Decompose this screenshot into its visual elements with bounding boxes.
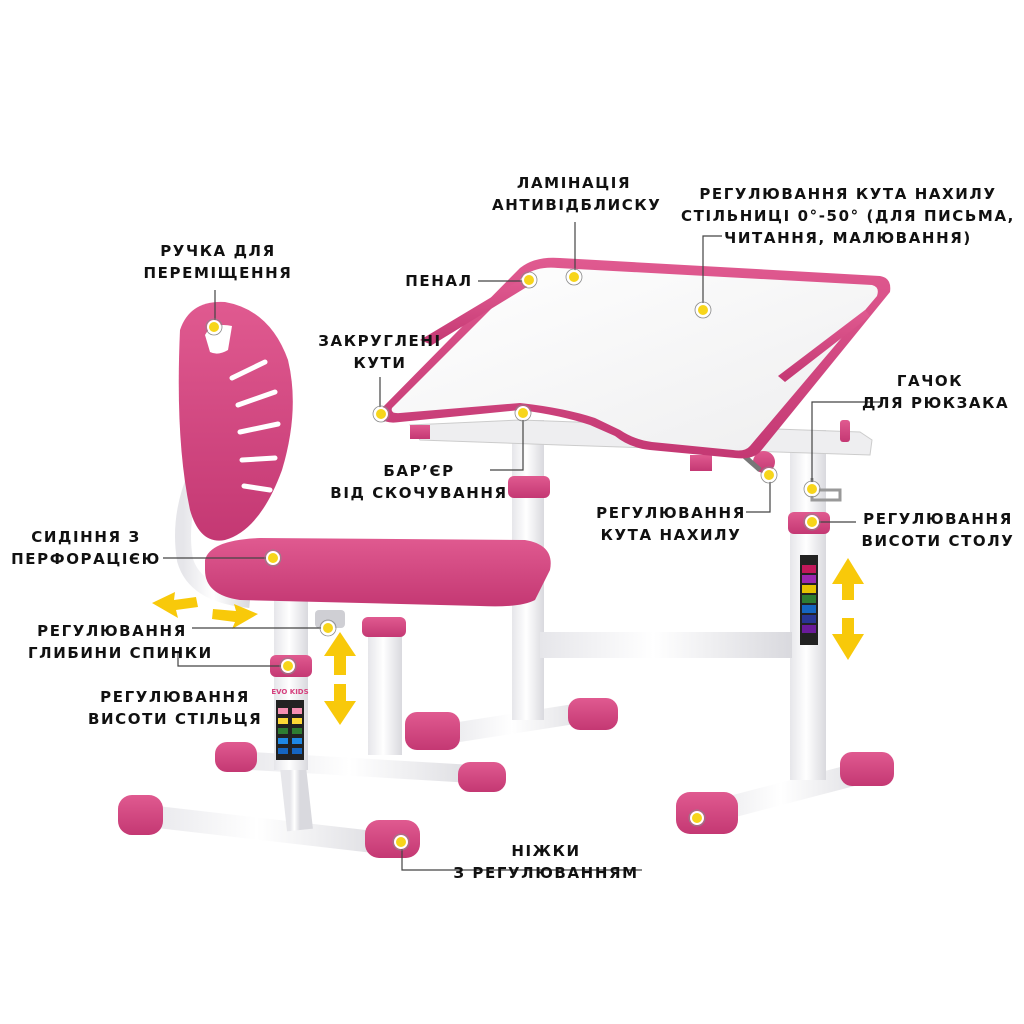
label-line: РЕГУЛЮВАННЯ — [100, 688, 250, 706]
label-tilt-adjust: РЕГУЛЮВАННЯ КУТА НАХИЛУ — [596, 502, 746, 546]
label-line: ЧИТАННЯ, МАЛЮВАННЯ) — [724, 229, 972, 247]
adjust-arrows — [152, 558, 864, 725]
label-handle: РУЧКА ДЛЯ ПЕРЕМІЩЕННЯ — [138, 240, 298, 284]
label-line: РЕГУЛЮВАННЯ КУТА НАХИЛУ — [699, 185, 997, 203]
label-legs: НІЖКИ З РЕГУЛЮВАННЯМ — [446, 840, 646, 884]
label-seat: СИДІННЯ З ПЕРФОРАЦІЄЮ — [8, 526, 164, 570]
desk-surface — [391, 267, 878, 451]
label-line: ГАЧОК — [896, 372, 964, 390]
pencil-tray-right — [778, 310, 870, 382]
label-line: ГЛИБИНИ СПИНКИ — [28, 644, 213, 662]
label-lamination: ЛАМІНАЦІЯ АНТИВІДБЛИСКУ — [492, 172, 662, 216]
label-line: РУЧКА ДЛЯ — [160, 242, 276, 260]
pencil-tray-left — [420, 280, 530, 345]
chair: EVO KIDS — [118, 301, 551, 858]
label-line: ЗАКРУГЛЕНІ — [318, 332, 442, 350]
label-line: СИДІННЯ З — [31, 528, 141, 546]
label-pencil-case: ПЕНАЛ — [400, 270, 478, 292]
desk-height-scale — [800, 555, 818, 645]
label-line: СТІЛЬНИЦІ 0°-50° (ДЛЯ ПИСЬМА, — [681, 207, 1015, 225]
arrow-down-icon — [832, 618, 864, 660]
desk-foot-back-right — [568, 698, 618, 730]
chair-height-scale — [276, 700, 304, 760]
label-barrier: БАР’ЄР ВІД СКОЧУВАННЯ — [326, 460, 512, 504]
label-line: ВІД СКОЧУВАННЯ — [330, 484, 508, 502]
desk-foot-front-left — [676, 792, 738, 834]
label-line: ДЛЯ РЮКЗАКА — [862, 394, 1010, 412]
label-line: ПЕРФОРАЦІЄЮ — [11, 550, 161, 568]
label-line: РЕГУЛЮВАННЯ — [863, 510, 1013, 528]
arrow-up-icon — [832, 558, 864, 600]
arrow-right-icon — [212, 604, 258, 629]
chair-backrest — [178, 301, 293, 541]
markers — [205, 268, 821, 851]
hook-post — [840, 420, 850, 442]
label-hook: ГАЧОК ДЛЯ РЮКЗАКА — [862, 370, 1010, 414]
label-line: КУТА НАХИЛУ — [600, 526, 742, 544]
label-line: БАР’ЄР — [383, 462, 455, 480]
label-line: РЕГУЛЮВАННЯ — [596, 504, 746, 522]
label-line: ПЕРЕМІЩЕННЯ — [143, 264, 293, 282]
label-line: З РЕГУЛЮВАННЯМ — [453, 864, 639, 882]
label-rounded-corners: ЗАКРУГЛЕНІ КУТИ — [318, 330, 442, 374]
label-desk-height: РЕГУЛЮВАННЯ ВИСОТИ СТОЛУ — [858, 508, 1018, 552]
arrow-left-icon — [152, 592, 198, 618]
label-chair-height: РЕГУЛЮВАННЯ ВИСОТИ СТІЛЬЦЯ — [88, 686, 262, 730]
desk-foot-back-left — [405, 712, 460, 750]
label-line: КУТИ — [353, 354, 407, 372]
desk-foot-front-right — [840, 752, 894, 786]
label-line: НІЖКИ — [511, 842, 581, 860]
label-back-depth: РЕГУЛЮВАННЯ ГЛИБИНИ СПИНКИ — [28, 620, 213, 664]
label-line: РЕГУЛЮВАННЯ — [37, 622, 187, 640]
label-line: ЛАМІНАЦІЯ — [516, 174, 632, 192]
arrow-up-icon — [324, 632, 356, 675]
label-line: ВИСОТИ СТОЛУ — [861, 532, 1015, 550]
label-line: АНТИВІДБЛИСКУ — [492, 196, 662, 214]
arrow-down-icon — [324, 684, 356, 725]
label-line: ВИСОТИ СТІЛЬЦЯ — [88, 710, 263, 728]
label-line: ПЕНАЛ — [405, 272, 473, 290]
label-tilt-top: РЕГУЛЮВАННЯ КУТА НАХИЛУ СТІЛЬНИЦІ 0°-50°… — [678, 183, 1018, 249]
brand-logo: EVO KIDS — [271, 688, 308, 696]
chair-seat — [205, 538, 551, 607]
